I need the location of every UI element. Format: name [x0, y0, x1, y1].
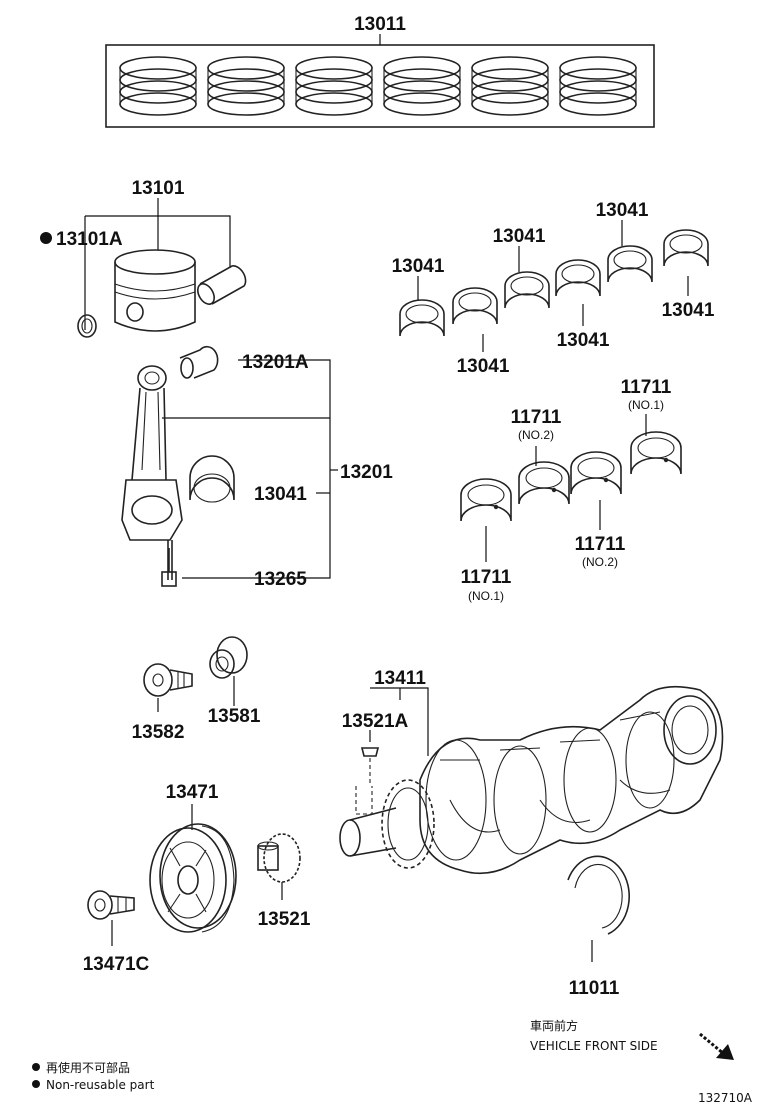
label-13201A: 13201A [242, 352, 309, 373]
note-11711-a: (NO.1) [628, 398, 664, 412]
legend-bullet-jp [32, 1063, 40, 1071]
label-13041-d: 13041 [557, 330, 610, 351]
label-13471: 13471 [166, 782, 219, 803]
figure-id: 132710A [698, 1091, 753, 1105]
label-13582: 13582 [132, 722, 185, 743]
main-bearing-shells [460, 414, 682, 562]
piston-ring-set [105, 34, 655, 128]
label-13471C: 13471C [83, 954, 150, 975]
thrust-washer [567, 855, 630, 962]
label-13201: 13201 [340, 462, 393, 483]
ring-stack [119, 56, 197, 116]
rod-bearing-shells [399, 220, 709, 352]
label-11711-a: 11711 [621, 377, 672, 398]
label-11711-d: 11711 [461, 567, 512, 588]
label-13041-c: 13041 [493, 226, 546, 247]
label-11711-c: 11711 [575, 534, 626, 555]
legend-bullet-en [32, 1080, 40, 1088]
label-11711-b: 11711 [511, 407, 562, 428]
note-11711-c: (NO.2) [582, 555, 618, 569]
note-11711-b: (NO.2) [518, 428, 554, 442]
direction-jp: 車両前方 [530, 1018, 578, 1033]
bolt-13582 [143, 663, 193, 712]
pulley-bolt [87, 890, 135, 946]
legend-en: Non-reusable part [46, 1078, 155, 1092]
label-13265: 13265 [254, 569, 307, 590]
label-13101: 13101 [132, 178, 185, 199]
label-13041-b: 13041 [457, 356, 510, 377]
crankshaft [339, 685, 724, 875]
washer-13581 [209, 636, 248, 706]
label-13041-rod: 13041 [254, 484, 307, 505]
direction-en: VEHICLE FRONT SIDE [530, 1039, 658, 1053]
connecting-rod [121, 345, 338, 587]
crank-pulley [149, 804, 237, 933]
label-13041-f: 13041 [662, 300, 715, 321]
label-13581: 13581 [208, 706, 261, 727]
crank-sprocket [257, 833, 301, 900]
note-11711-d: (NO.1) [468, 589, 504, 603]
label-13011: 13011 [354, 14, 406, 35]
label-13041-a: 13041 [392, 256, 445, 277]
label-13411: 13411 [374, 668, 426, 689]
label-11011: 11011 [569, 978, 620, 999]
legend-jp: 再使用不可部品 [46, 1060, 130, 1075]
label-13521: 13521 [258, 909, 311, 930]
piston [77, 198, 247, 338]
label-13041-e: 13041 [596, 200, 649, 221]
label-13101A: 13101A [56, 229, 123, 250]
key-13521A [355, 730, 380, 815]
label-13521A: 13521A [342, 711, 409, 732]
front-arrow-icon [699, 1032, 734, 1060]
non-reusable-marker [40, 232, 52, 244]
